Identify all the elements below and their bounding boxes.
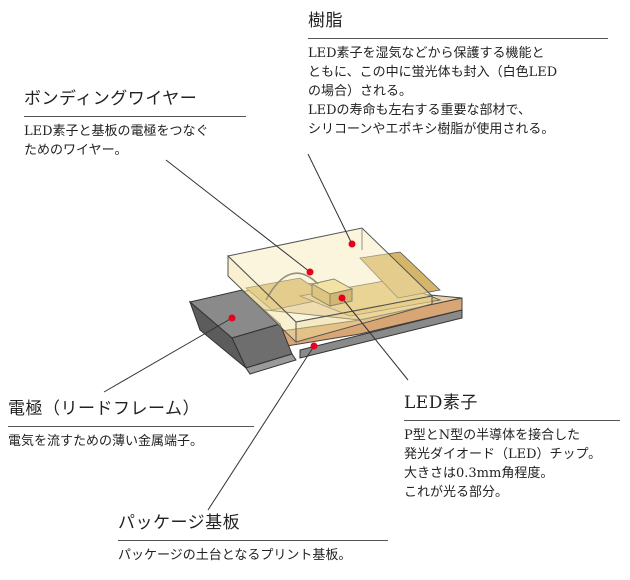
callout-led-chip: LED素子 P型とN型の半導体を接合した 発光ダイオード（LED）チップ。 大き… [404,392,620,502]
callout-led-chip-line: これが光る部分。 [404,485,509,500]
callout-electrode-line: 電気を流すための薄い金属端子。 [8,434,204,449]
marker-electrode [228,314,236,322]
leader-resin [307,153,353,245]
bonding-wire [265,272,319,301]
resin-encapsulant [226,227,434,344]
callout-resin-title: 樹脂 [308,10,608,39]
callout-bonding-wire-description: LED素子と基板の電極をつなぐ ためのワイヤー。 [24,122,246,160]
callout-led-chip-line: 大きさは0.3mm角程度。 [404,466,554,481]
callout-led-chip-line: P型とN型の半導体を接合した [404,428,581,443]
callout-bonding-wire-title: ボンディングワイヤー [24,88,246,117]
marker-resin [348,240,356,248]
marker-led-chip [338,294,346,302]
callout-led-chip-description: P型とN型の半導体を接合した 発光ダイオード（LED）チップ。 大きさは0.3m… [404,426,620,502]
callout-electrode-description: 電気を流すための薄い金属端子。 [8,432,254,451]
leader-bonding-wire [165,159,311,273]
electrode-right [299,309,463,359]
electrode-left-bottom-lip [245,353,297,375]
callout-resin-line: LED素子を湿気などから保護する機能と [308,46,545,61]
callout-led-chip-line: 発光ダイオード（LED）チップ。 [404,447,602,462]
callout-bonding-wire: ボンディングワイヤー LED素子と基板の電極をつなぐ ためのワイヤー。 [24,88,246,160]
callout-resin: 樹脂 LED素子を湿気などから保護する機能と ともに、この中に蛍光体も封入（白色… [308,10,608,139]
callout-bonding-wire-line: ためのワイヤー。 [24,143,128,158]
callout-resin-line: の場合）される。 [308,84,413,99]
callout-electrode: 電極（リードフレーム） 電気を流すための薄い金属端子。 [8,398,254,451]
callout-electrode-title: 電極（リードフレーム） [8,398,254,427]
resin-front [295,295,433,343]
leader-substrate [207,345,315,511]
callout-resin-description: LED素子を湿気などから保護する機能と ともに、この中に蛍光体も封入（白色LED… [308,44,608,139]
callout-resin-line: シリコーンやエポキシ樹脂が使用される。 [308,122,555,137]
callout-substrate-line: パッケージの土台となるプリント基板。 [118,548,352,563]
markers [228,240,356,350]
pad-right [359,251,441,299]
leader-lines [103,153,409,511]
leader-led-chip [341,297,409,381]
callout-led-chip-title: LED素子 [404,392,620,421]
callout-substrate-description: パッケージの土台となるプリント基板。 [118,546,388,565]
electrode-right-strip [299,309,463,359]
marker-bonding-wire [306,268,314,276]
callout-bonding-wire-line: LED素子と基板の電極をつなぐ [24,124,209,139]
electrode-left [188,289,297,375]
marker-substrate [310,342,318,350]
callout-resin-line: LEDの寿命も左右する重要な部材で、 [308,103,532,118]
lead-pads [245,251,442,317]
leader-electrode [103,317,233,393]
callout-resin-line: ともに、この中に蛍光体も封入（白色LED [308,65,558,80]
callout-substrate: パッケージ基板 パッケージの土台となるプリント基板。 [118,512,388,565]
callout-substrate-title: パッケージ基板 [118,512,388,541]
